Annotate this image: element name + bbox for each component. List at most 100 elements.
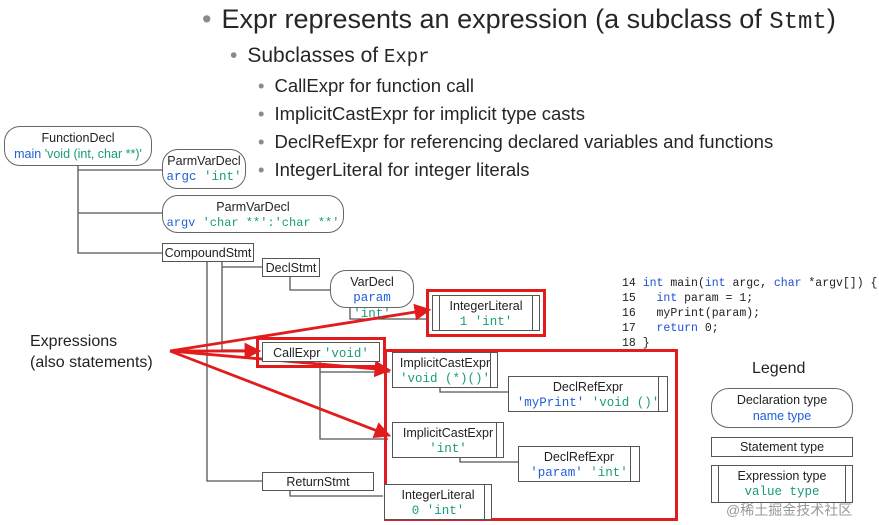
return-stmt-node: ReturnStmt [262, 472, 374, 491]
bullet-text: Expr represents an expression (a subclas… [221, 4, 770, 34]
node-name: param [353, 291, 391, 305]
bullet-implicitcast: •ImplicitCastExpr for implicit type cast… [258, 103, 585, 124]
code-text: *argv[]) { [801, 277, 878, 290]
code-text: param = 1; [677, 292, 754, 305]
node-title: CompoundStmt [164, 246, 252, 260]
line-number: 17 [622, 322, 643, 335]
bullet-text: ImplicitCastExpr for implicit type casts [274, 103, 585, 124]
code-text: } [642, 337, 650, 350]
node-title: FunctionDecl [41, 131, 115, 145]
legend-statement: Statement type [711, 437, 853, 457]
parm-var-decl-argv-node: ParmVarDecl argv 'char **':'char **' [162, 195, 344, 233]
node-type: 'int' [204, 170, 242, 184]
node-type: 'int' [429, 442, 467, 456]
node-type: 'void ()' [591, 396, 660, 410]
function-decl-node: FunctionDecl main 'void (int, char **)' [4, 126, 152, 166]
bullet-declref: •DeclRefExpr for referencing declared va… [258, 131, 774, 152]
code-listing: 14 int main(int argc, char *argv[]) {15 … [622, 276, 877, 351]
code-keyword: char [773, 277, 802, 290]
node-name: argv [166, 216, 196, 230]
node-type: 'int' [590, 466, 628, 480]
code-keyword: return [656, 322, 698, 335]
node-name: main [14, 147, 42, 161]
legend-expression: Expression type value type [711, 465, 853, 503]
line-number: 14 [622, 277, 643, 290]
label-line: (also statements) [30, 354, 153, 371]
line-number: 18 [622, 337, 643, 350]
bullet-code: Stmt [769, 9, 827, 36]
decl-stmt-node: DeclStmt [262, 258, 320, 277]
code-text [643, 322, 657, 335]
node-type: 'void' [323, 347, 369, 361]
highlight-call-expr [256, 337, 386, 368]
node-title: VarDecl [350, 275, 394, 289]
bullet-code: Expr [383, 46, 430, 68]
node-name: 'myPrint' [516, 396, 585, 410]
node-title: DeclStmt [265, 261, 317, 275]
bullet-intlit: •IntegerLiteral for integer literals [258, 159, 530, 180]
node-name: 'param' [530, 466, 583, 480]
node-title: ImplicitCastExpr [402, 426, 494, 440]
legend-declaration: Declaration type name type [711, 388, 853, 428]
code-text: 0; [697, 322, 719, 335]
decl-ref-expr-param-node: DeclRefExpr 'param' 'int' [518, 446, 640, 482]
node-title: ReturnStmt [286, 475, 350, 489]
code-line: 17 return 0; [622, 321, 877, 336]
line-number: 16 [622, 307, 643, 320]
node-type: 'void (*)()' [399, 372, 490, 386]
integer-literal-1-node: IntegerLiteral 1 'int' [432, 295, 540, 331]
implicit-cast-expr-2-node: ImplicitCastExpr 'int' [392, 422, 504, 458]
integer-literal-0-node: IntegerLiteral 0 'int' [384, 484, 492, 520]
bullet-callexpr: •CallExpr for function call [258, 75, 474, 96]
node-title: ParmVarDecl [167, 154, 241, 168]
call-expr-node: CallExpr 'void' [262, 342, 380, 362]
node-name: argc [166, 170, 197, 184]
node-value: 1 [459, 315, 468, 329]
highlight-integer-literal-1 [426, 289, 546, 337]
node-type: 'void (int, char **)' [44, 147, 142, 161]
legend-sub: name type [752, 409, 812, 423]
node-title: ParmVarDecl [216, 200, 290, 214]
code-keyword: int [656, 292, 678, 305]
compound-stmt-node: CompoundStmt [162, 243, 254, 262]
code-keyword: int [642, 277, 664, 290]
watermark: @稀土掘金技术社区 [726, 502, 853, 518]
legend-sub: value type [744, 485, 820, 499]
code-text: argc, [725, 277, 774, 290]
label-line: Expressions [30, 333, 118, 350]
line-number: 15 [622, 292, 643, 305]
bullet-text: CallExpr for function call [274, 75, 474, 96]
node-title: DeclRefExpr [543, 450, 615, 464]
legend-label: Statement type [739, 440, 825, 454]
node-title: CallExpr [273, 346, 321, 360]
bullet-text: IntegerLiteral for integer literals [274, 159, 530, 180]
var-decl-node: VarDecl param 'int' [330, 270, 414, 321]
expressions-label: Expressions (also statements) [30, 331, 153, 373]
legend-label: Expression type [737, 469, 827, 483]
code-text: main( [663, 277, 705, 290]
code-keyword: int [704, 277, 726, 290]
node-type: 'int' [426, 504, 465, 518]
node-value: 0 [411, 504, 420, 518]
node-title: IntegerLiteral [401, 488, 475, 502]
implicit-cast-expr-1-node: ImplicitCastExpr 'void (*)()' [392, 352, 498, 388]
code-line: 16 myPrint(param); [622, 306, 877, 321]
node-title: ImplicitCastExpr [399, 356, 491, 370]
code-text: myPrint(param); [642, 307, 761, 320]
node-title: IntegerLiteral [449, 299, 523, 313]
code-line: 15 int param = 1; [622, 291, 877, 306]
legend-label: Declaration type [736, 393, 828, 407]
node-title: DeclRefExpr [552, 380, 624, 394]
node-type: 'int' [474, 315, 513, 329]
node-type: 'int' [353, 307, 391, 321]
parm-var-decl-argc-node: ParmVarDecl argc 'int' [162, 149, 246, 189]
bullet-text: ) [826, 4, 836, 34]
code-line: 14 int main(int argc, char *argv[]) { [622, 276, 877, 291]
legend-title: Legend [752, 360, 806, 377]
bullet-text: Subclasses of [247, 44, 384, 67]
code-text [643, 292, 657, 305]
highlight-call-subtree [384, 349, 678, 521]
code-line: 18 } [622, 336, 877, 351]
decl-ref-expr-myprint-node: DeclRefExpr 'myPrint' 'void ()' [508, 376, 668, 412]
node-type: 'char **':'char **' [202, 216, 340, 230]
